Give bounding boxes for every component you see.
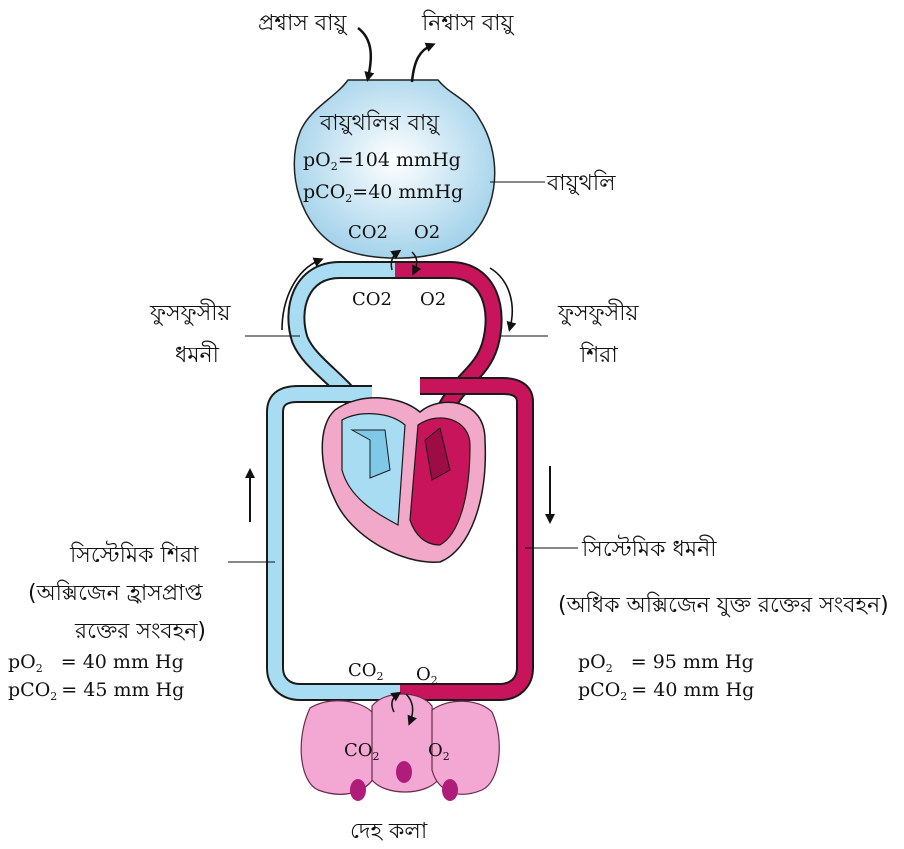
pulmonary-vein-label-line2: শিরা	[579, 342, 618, 368]
alveolus-o2-inside: O2	[414, 222, 440, 243]
inspired-air-label: প্রশ্বাস বায়ু	[258, 11, 348, 36]
tissue-capillary-o2: O2	[416, 664, 438, 687]
capillary-o2-label: O2	[420, 289, 446, 310]
venous-pco2: pCO2= 45 mm Hg	[8, 679, 184, 703]
alveolus-pco2: pCO2=40 mmHg	[303, 181, 463, 205]
expired-air-label: নিশ্বাস বায়ু	[421, 10, 515, 36]
body-tissue	[301, 694, 499, 801]
arterial-pco2: pCO2= 40 mm Hg	[578, 679, 754, 703]
expiration-arrow	[412, 45, 432, 82]
alveolar-air-label: বায়ুথলির বায়ু	[319, 110, 440, 136]
alveolus-po2: pO2=104 mmHg	[303, 149, 461, 173]
tissue-nucleus-2	[396, 761, 412, 783]
tissue-nucleus-1	[350, 779, 366, 801]
inspiration-arrow	[358, 28, 371, 78]
pulmonary-artery-label-line1: ফুসফুসীয়	[149, 299, 232, 326]
heart	[322, 398, 485, 562]
pulmonary-vein-label-line1: ফুসফুসীয়	[557, 299, 640, 326]
venous-po2: pO2= 40 mm Hg	[8, 651, 184, 675]
pulmonary-artery-label-line2: ধমনী	[175, 341, 220, 368]
systemic-vein-label: সিস্টেমিক শিরা	[69, 541, 199, 568]
systemic-vein-note-line1: (অক্সিজেন হ্রাসপ্রাপ্ত	[28, 580, 204, 606]
alveolus-co2-inside: CO2	[348, 222, 388, 243]
systemic-vein-note-line2: রক্তের সংবহন)	[74, 619, 206, 644]
systemic-artery-label: সিস্টেমিক ধমনী	[581, 535, 717, 562]
arterial-po2: pO2= 95 mm Hg	[578, 651, 754, 675]
systemic-artery-note: (অধিক অক্সিজেন যুক্ত রক্তের সংবহন)	[558, 592, 889, 618]
alveolus-label: বায়ুথলি	[546, 170, 616, 196]
body-tissue-label: দেহ কলা	[350, 819, 428, 844]
capillary-co2-label: CO2	[352, 289, 392, 310]
tissue-nucleus-3	[442, 779, 458, 801]
tissue-capillary-co2: CO2	[348, 660, 384, 683]
